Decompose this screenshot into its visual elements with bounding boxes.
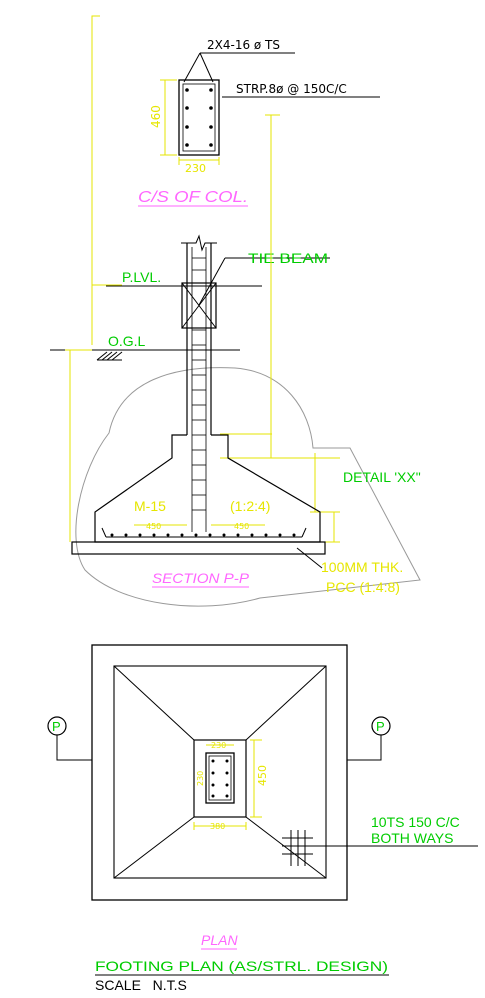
plan-outer-square (91, 644, 348, 901)
section-marker-right-label: P (376, 719, 385, 734)
bar-callout-text: 2X4-16 ø TS (207, 38, 280, 52)
tie-beam-label: TIE BEAM (248, 250, 328, 266)
section-marker-left-label: P (52, 719, 61, 734)
pcc-mix: PCC (1:4:8) (326, 579, 400, 595)
section-title: SECTION P-P (152, 570, 250, 586)
column-bars (185, 88, 213, 147)
concrete-grade: M-15 (134, 498, 166, 514)
section-pp: TIE BEAM P.LVL. O.G.L DETAIL 'XX" (50, 114, 421, 607)
pcc-leader (296, 547, 323, 569)
column-cross-section: 2X4-16 ø TS STRP.8ø @ 150C/C 460 230 C/S… (91, 15, 380, 345)
plinth-level-label: P.LVL. (122, 269, 161, 285)
ground-hatch (96, 351, 123, 361)
break-symbol (181, 234, 217, 252)
detail-label: DETAIL 'XX" (343, 469, 421, 485)
plan-column-bars (211, 759, 229, 798)
plan-inner-square (113, 665, 327, 879)
footing-outline (94, 434, 321, 543)
plan-dim-side: 230 (196, 771, 205, 786)
bar-leader-1 (183, 52, 201, 83)
plan-dim-450: 450 (256, 765, 269, 786)
column-ties (192, 257, 206, 511)
pcc-thickness: 100MM THK. (321, 559, 403, 575)
pcc-bed (71, 541, 326, 555)
column-outline (178, 79, 220, 156)
tie-beam (181, 282, 217, 329)
scale-label: SCALE N.T.S (95, 977, 187, 993)
dim-230-text: 230 (185, 162, 206, 175)
column-stirrup (182, 83, 216, 152)
dim-450-right: 450 (234, 522, 249, 531)
plan-title: PLAN (201, 932, 238, 948)
plan-dim-230: 230 (211, 741, 226, 750)
col-section-title: C/S OF COL. (138, 189, 248, 206)
stirrup-callout-text: STRP.8ø @ 150C/C (236, 82, 347, 96)
bar-leader-2 (199, 52, 214, 83)
drawing-title: FOOTING PLAN (AS/STRL. DESIGN) (95, 958, 388, 974)
plan-diagonals (113, 665, 327, 879)
leader-line-left (91, 15, 122, 286)
reinforcement-grid (282, 830, 313, 866)
footing-plan: 230 450 230 380 10TS 150 C/C BOTH WAYS P… (47, 644, 478, 993)
mix-ratio: (1:2:4) (230, 498, 270, 514)
detail-xx-circle (75, 367, 421, 607)
footing-bar-dots (110, 533, 296, 537)
plan-pedestal (193, 739, 247, 818)
reinforcement-line1: 10TS 150 C/C (371, 814, 460, 830)
reinforcement-line2: BOTH WAYS (371, 830, 453, 846)
ground-level-label: O.G.L (108, 333, 146, 349)
plan-dim-380: 380 (210, 822, 225, 831)
tie-beam-leader (198, 257, 226, 306)
plan-column (205, 752, 235, 804)
dim-450-left: 450 (146, 522, 161, 531)
dim-460-text: 460 (149, 105, 163, 128)
